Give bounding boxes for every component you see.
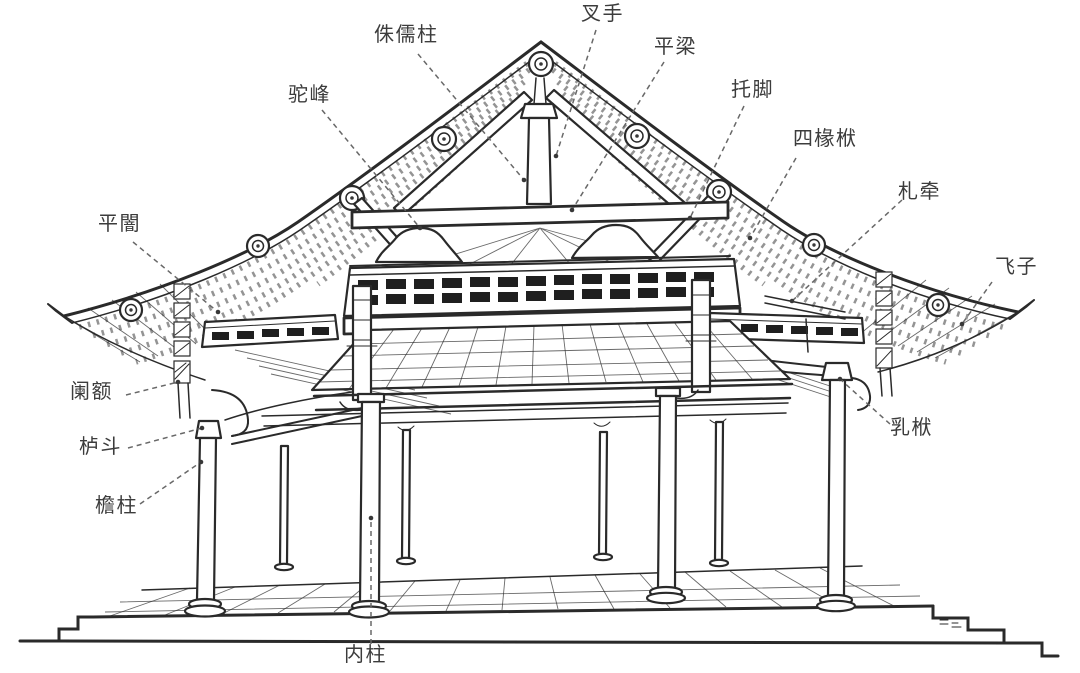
zhaqian-beam	[764, 295, 846, 353]
platform-steps-left	[18, 615, 95, 643]
label-ludou: 栌斗	[79, 434, 122, 458]
rear-columns	[273, 420, 730, 572]
pingliang-beam	[350, 200, 730, 230]
lattice-cells	[358, 272, 714, 305]
camel-hump-right	[570, 223, 660, 260]
flying-rafter-tip-left	[47, 303, 73, 324]
floor-platform	[18, 565, 1060, 658]
label-lane: 阑额	[70, 379, 113, 403]
ludou-capital-left	[194, 419, 223, 440]
label-zhaqian: 札牵	[898, 179, 941, 203]
label-pingliang: 平梁	[654, 34, 697, 58]
leader-pingan	[132, 241, 219, 313]
label-chashou: 叉手	[581, 1, 624, 25]
interior-architrave	[312, 382, 794, 412]
eave-column-right	[815, 361, 857, 613]
interior-coffer-grid	[310, 319, 792, 392]
leader-yanzhu	[139, 461, 202, 505]
purlin-end-icon	[118, 50, 951, 323]
platform-steps-right	[931, 604, 1006, 645]
leader-rufu	[839, 378, 891, 425]
lattice-ceiling-left-aisle	[200, 313, 340, 349]
lane-architrave-stack-right	[875, 271, 893, 397]
label-neizhu: 内柱	[344, 642, 387, 666]
leader-lines	[125, 29, 993, 644]
label-sichuanfu: 四椽栿	[793, 126, 858, 150]
inner-column-left	[347, 392, 391, 619]
eave-soffit-right	[859, 279, 1019, 373]
eave-column-left	[183, 419, 227, 618]
label-yanzhu: 檐柱	[95, 493, 138, 517]
leader-chashou	[555, 29, 597, 157]
leader-sichuanfu	[749, 157, 797, 239]
corbel-hook-right	[851, 377, 872, 411]
roof-edge-right	[539, 40, 1020, 314]
roof-edge-left	[62, 40, 543, 318]
leader-tuojiao	[689, 105, 745, 219]
rear-architrave	[261, 402, 789, 431]
leader-zhuruzhu	[417, 53, 525, 181]
purlins	[118, 50, 951, 323]
eave-soffit-left	[63, 283, 215, 381]
lane-architrave-stack-left	[173, 283, 191, 419]
label-tuofeng: 驼峰	[288, 82, 331, 106]
roof-truss	[349, 77, 731, 267]
platform-bottom-edge	[57, 639, 1060, 658]
lattice-ceiling-right-aisle	[706, 311, 866, 345]
label-rufu: 乳栿	[890, 415, 933, 439]
inner-column-right	[645, 386, 687, 605]
leader-lane	[125, 381, 179, 396]
flying-rafter-tip-right	[1009, 299, 1035, 320]
leader-ludou	[127, 427, 203, 449]
dwarf-post	[519, 77, 559, 206]
leader-zhaqian	[791, 199, 903, 302]
ludou-capital-right	[820, 361, 854, 382]
leader-tuofeng	[321, 109, 421, 229]
gable-underside-boards	[429, 227, 651, 267]
label-tuojiao: 托脚	[731, 77, 774, 101]
label-zhuruzhu: 侏儒柱	[374, 22, 439, 46]
inner-column-bracket-right	[685, 278, 717, 394]
leader-pingliang	[571, 61, 665, 211]
platform-front-edge	[91, 604, 935, 619]
label-pingan: 平闇	[98, 211, 141, 235]
label-feizi: 飞子	[995, 254, 1038, 278]
artist-seal-mark	[939, 618, 962, 628]
